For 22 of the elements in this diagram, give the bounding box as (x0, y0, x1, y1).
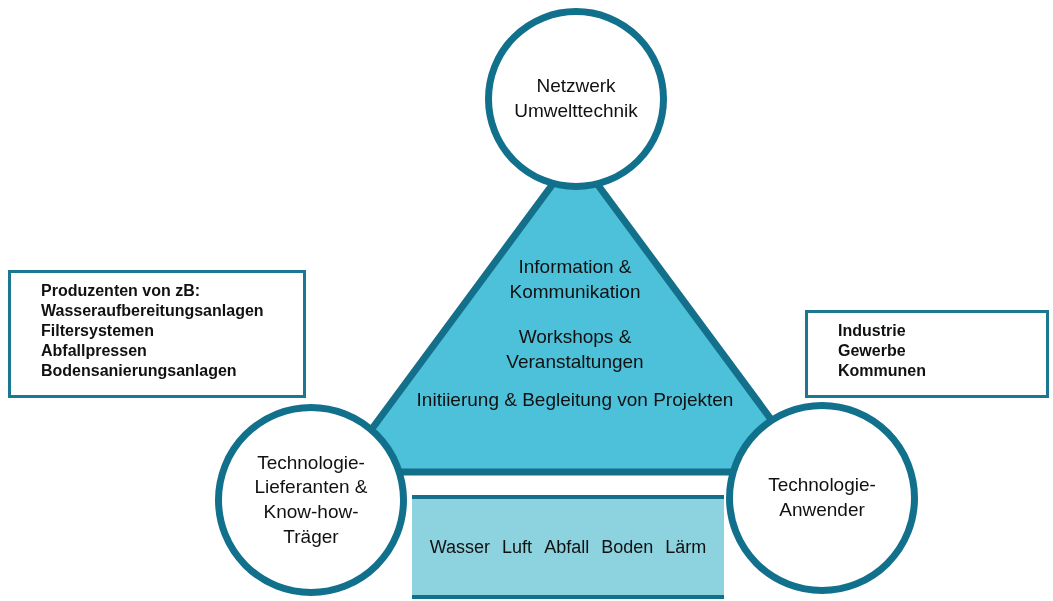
topic-band (412, 495, 724, 599)
topic-label: Boden (601, 536, 654, 558)
topic-label: Wasser (429, 536, 491, 558)
list-item: Filtersystemen (41, 321, 155, 341)
list-item: Industrie (838, 321, 907, 341)
list-item: Wasseraufbereitungsanlagen (41, 301, 265, 321)
list-item: Kommunen (838, 361, 927, 381)
topic-label: Luft (502, 536, 533, 558)
text-box (8, 270, 306, 398)
goal-text: Workshops & Veranstaltungen (505, 325, 645, 374)
node-label: Netzwerk Umwelttechnik (513, 74, 639, 123)
goal-text: Information & Kommunikation (508, 255, 642, 304)
list-item: Gewerbe (838, 341, 907, 361)
list-item: Bodensanierungsanlagen (41, 361, 238, 381)
node-label: Technologie-Anwender (767, 473, 877, 522)
list-item: Abfallpressen (41, 341, 148, 361)
box-heading: Produzenten von zB: (41, 281, 202, 301)
topic-label: Abfall (544, 536, 590, 558)
text-box (805, 310, 1049, 398)
goal-text: Initiierung & Begleitung von Projekten (415, 388, 735, 412)
topic-label: Lärm (665, 536, 707, 558)
node-label: Technologie-Lieferanten & Know-how-Träger (253, 450, 369, 549)
